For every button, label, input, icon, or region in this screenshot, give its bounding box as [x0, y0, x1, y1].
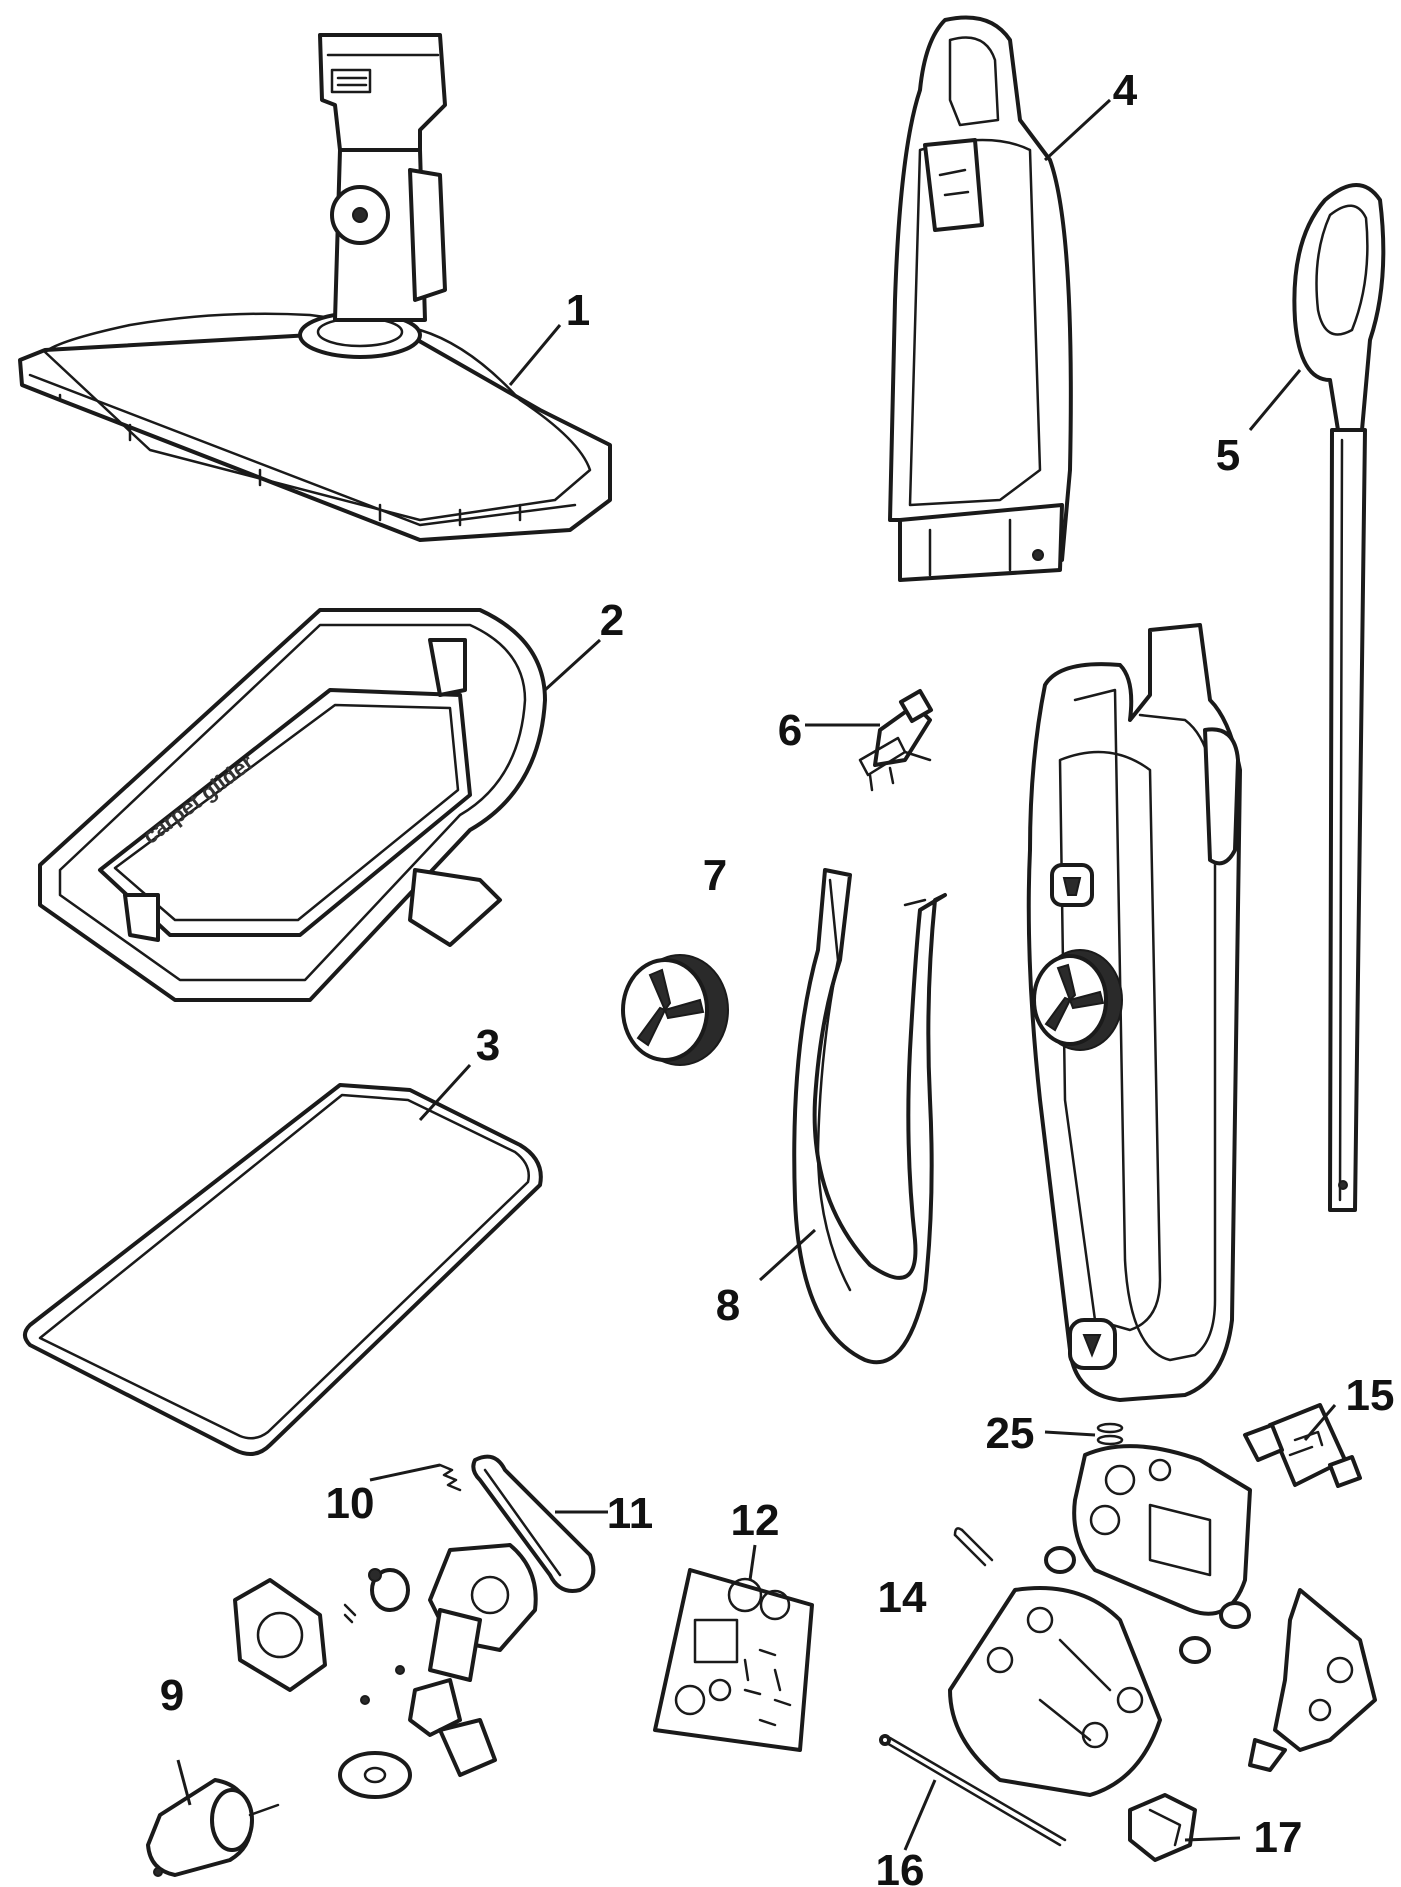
- part-label-2: 2: [600, 596, 624, 645]
- leader-line-2: [543, 638, 602, 692]
- leader-line-10: [369, 1463, 441, 1482]
- leader-line-1: [508, 324, 562, 386]
- leader-line-17: [1184, 1836, 1241, 1842]
- hose-icon: [471, 1454, 596, 1593]
- part-label-25: 25: [986, 1409, 1035, 1458]
- leader-line-15: [1303, 1404, 1337, 1441]
- leader-line-12: [748, 1544, 757, 1581]
- leader-line-25: [1044, 1430, 1096, 1437]
- pump-base-icon: [948, 1586, 1162, 1797]
- pump-assembly-icon: [233, 1543, 538, 1799]
- part-label-15: 15: [1346, 1371, 1395, 1420]
- pump-motor-icon: [146, 1778, 280, 1877]
- part-label-11: 11: [607, 1489, 654, 1538]
- part-label-6: 6: [778, 706, 802, 755]
- part-label-16: 16: [876, 1846, 925, 1887]
- leader-line-8: [758, 1228, 817, 1282]
- circuit-board-icon: [653, 1568, 814, 1752]
- bracket-icon: [1248, 1588, 1377, 1772]
- switch-icon: [858, 688, 934, 792]
- mop-head-icon: [18, 33, 612, 542]
- leader-line-16: [903, 1779, 937, 1851]
- leader-line-4: [1043, 98, 1112, 162]
- part-label-17: 17: [1254, 1813, 1303, 1862]
- connector-icon: [1128, 1793, 1197, 1862]
- part-label-3: 3: [476, 1021, 500, 1070]
- water-tank-icon: [888, 15, 1073, 582]
- mop-pad-icon: [23, 1083, 543, 1456]
- trim-strip-icon: [792, 868, 947, 1365]
- o-ring-icon: [1096, 1422, 1124, 1446]
- clip-icon: [953, 1527, 994, 1567]
- valve-icon: [1243, 1403, 1362, 1488]
- carpet-glider-icon: carpet glider: [38, 608, 547, 1002]
- part-label-5: 5: [1216, 431, 1240, 480]
- part-label-7: 7: [703, 851, 727, 900]
- part-label-4: 4: [1113, 66, 1138, 115]
- steam-dial-icon: [621, 954, 729, 1066]
- pump-housing-icon: [1044, 1444, 1252, 1664]
- leader-line-9: [176, 1759, 192, 1806]
- part-label-8: 8: [716, 1281, 740, 1330]
- leader-line-3: [418, 1063, 472, 1122]
- part-label-10: 10: [326, 1479, 375, 1528]
- part-label-12: 12: [731, 1496, 780, 1545]
- part-label-14: 14: [878, 1573, 927, 1622]
- leader-line-5: [1248, 369, 1302, 431]
- rod-icon: [879, 1734, 1067, 1847]
- handle-body-icon: [1026, 623, 1242, 1402]
- spring-icon: [438, 1463, 462, 1492]
- part-label-1: 1: [566, 286, 590, 335]
- part-label-9: 9: [160, 1671, 184, 1720]
- handle-pole-icon: [1292, 183, 1386, 1212]
